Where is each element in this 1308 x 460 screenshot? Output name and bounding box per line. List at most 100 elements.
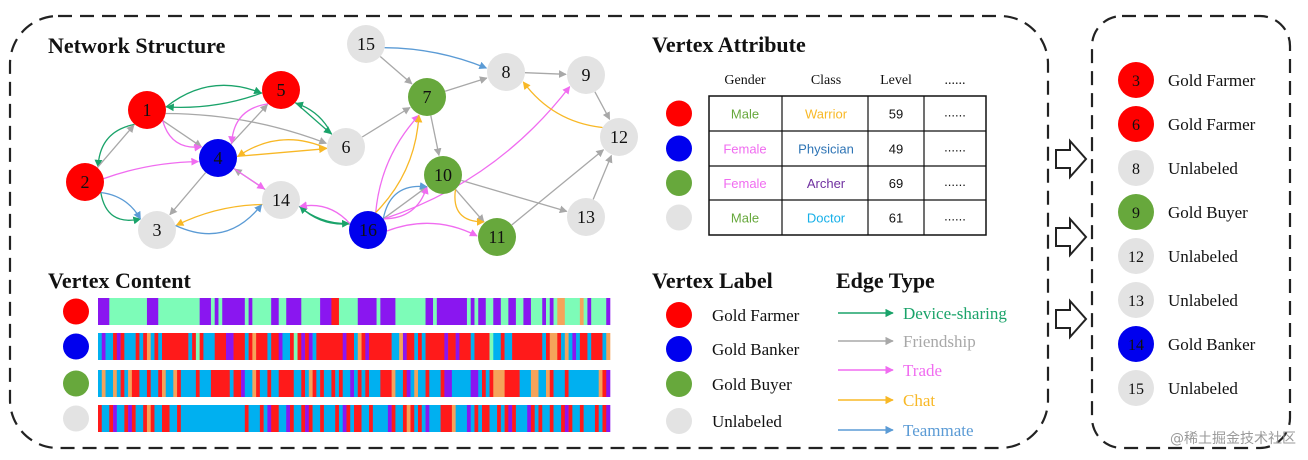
- gender-cell: Female: [723, 176, 766, 191]
- content-segment: [192, 333, 197, 360]
- content-segment: [564, 298, 581, 325]
- graph-node-label: 15: [357, 34, 375, 54]
- content-segment: [406, 333, 415, 360]
- graph-node-circle: [262, 181, 300, 219]
- content-segment: [342, 370, 351, 397]
- content-segment: [233, 370, 242, 397]
- content-segment: [146, 333, 151, 360]
- content-segment: [120, 370, 125, 397]
- content-segment: [286, 405, 291, 432]
- content-segment: [338, 405, 343, 432]
- content-segment: [331, 298, 340, 325]
- content-segment: [320, 298, 332, 325]
- content-segment: [158, 333, 163, 360]
- content-segment: [395, 370, 404, 397]
- graph-node-label: 10: [434, 165, 452, 185]
- content-segment: [101, 405, 110, 432]
- content-segment: [485, 370, 490, 397]
- content-segment: [109, 298, 148, 325]
- content-segment: [369, 333, 392, 360]
- level-cell: 69: [889, 176, 903, 191]
- content-segment: [455, 333, 460, 360]
- content-segment: [549, 298, 554, 325]
- content-segment: [278, 370, 295, 397]
- content-segment: [278, 298, 287, 325]
- attribute-column-header: Gender: [724, 73, 766, 88]
- content-segment: [572, 405, 581, 432]
- result-node-circle: [1118, 150, 1154, 186]
- content-segment: [301, 405, 306, 432]
- attribute-row-dot: [666, 100, 692, 127]
- content-feature-bar: [98, 298, 611, 325]
- content-segment: [305, 405, 310, 432]
- content-segment: [350, 405, 355, 432]
- class-cell: Physician: [798, 142, 854, 157]
- content-segment: [263, 405, 268, 432]
- more-cell: ......: [944, 174, 966, 189]
- content-segment: [380, 298, 396, 325]
- graph-node-circle: [128, 91, 166, 129]
- graph-node-label: 1: [143, 100, 152, 120]
- edge-type-label: Trade: [903, 361, 942, 380]
- edge-friendship-10-11: [455, 188, 485, 223]
- content-segment: [602, 333, 607, 360]
- content-segment: [410, 405, 415, 432]
- content-segment: [143, 333, 148, 360]
- content-segment: [131, 405, 136, 432]
- content-segment: [199, 370, 212, 397]
- content-segment: [98, 370, 103, 397]
- content-segment: [421, 405, 426, 432]
- content-segment: [546, 333, 551, 360]
- graph-node-label: 5: [277, 80, 286, 100]
- content-segment: [271, 298, 280, 325]
- content-segment: [229, 370, 234, 397]
- edge-friendship-15-7: [379, 56, 413, 85]
- content-segment: [150, 405, 155, 432]
- content-segment: [406, 370, 411, 397]
- gender-cell: Male: [731, 211, 759, 226]
- edge-type-label: Device-sharing: [903, 304, 1007, 323]
- content-segment: [305, 370, 310, 397]
- edge-teammate-2-3: [100, 191, 141, 220]
- content-segment: [512, 405, 517, 432]
- content-segment: [139, 333, 144, 360]
- content-segment: [158, 298, 200, 325]
- edge-chat-6-4: [237, 139, 328, 157]
- content-segment: [173, 370, 178, 397]
- result-node-id: 14: [1128, 337, 1144, 354]
- graph-node-label: 9: [582, 65, 591, 85]
- content-segment: [301, 333, 306, 360]
- result-node-id: 15: [1128, 381, 1144, 398]
- content-segment: [214, 298, 219, 325]
- content-segment: [252, 333, 257, 360]
- graph-node-label: 11: [488, 227, 505, 247]
- right-arrow-icon: [1055, 298, 1088, 340]
- graph-node-4: 4: [199, 139, 237, 177]
- graph-node-label: 16: [359, 220, 377, 240]
- content-segment: [278, 333, 283, 360]
- content-segment: [98, 405, 103, 432]
- edge-type-label: Chat: [903, 391, 935, 410]
- content-segment: [154, 333, 159, 360]
- graph-node-circle: [199, 139, 237, 177]
- graph-node-5: 5: [262, 71, 300, 109]
- vertex-label-dot: [666, 302, 692, 328]
- content-segment: [357, 298, 377, 325]
- content-segment: [564, 370, 569, 397]
- vertex-label-text: Gold Buyer: [712, 375, 792, 394]
- result-node-circle: [1118, 326, 1154, 362]
- vertex-label-text: Gold Banker: [712, 340, 800, 359]
- content-segment: [451, 370, 471, 397]
- content-segment: [278, 405, 287, 432]
- graph-node-circle: [600, 118, 638, 156]
- content-segment: [308, 333, 313, 360]
- result-label: Unlabeled: [1168, 247, 1238, 266]
- content-segment: [598, 370, 603, 397]
- content-segment: [293, 370, 302, 397]
- result-node-circle: [1118, 194, 1154, 230]
- result-node-circle: [1118, 62, 1154, 98]
- result-node-id: 6: [1132, 117, 1140, 134]
